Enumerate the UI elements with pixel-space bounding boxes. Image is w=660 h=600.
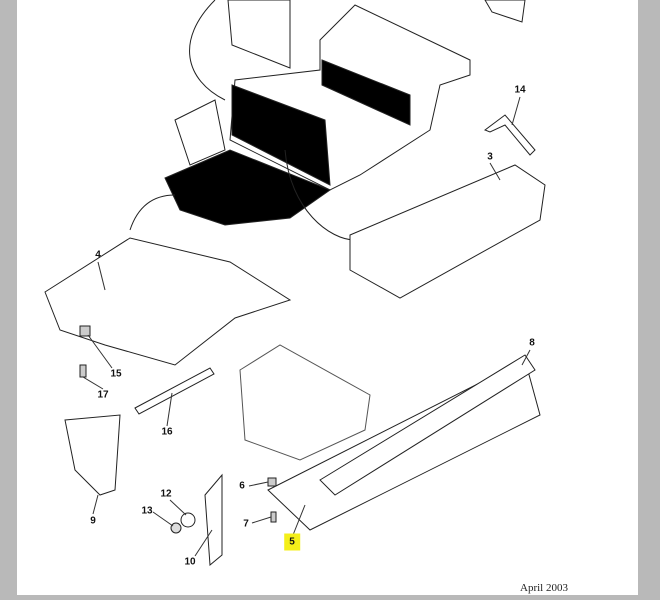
- part-7-bolt: [270, 511, 277, 523]
- callout-9: 9: [90, 515, 96, 527]
- floor-mat: [164, 149, 332, 226]
- frame-sketch: [239, 344, 371, 461]
- leader-lines: [82, 96, 531, 557]
- callout-5-highlighted: 5: [284, 533, 300, 551]
- part-6-bumper: [267, 477, 277, 487]
- part-13-nut: [170, 522, 182, 534]
- callout-12: 12: [160, 488, 172, 500]
- panel-top-right: [484, 0, 526, 23]
- callout-17: 17: [97, 389, 109, 401]
- part-16-strip: [134, 367, 215, 415]
- callout-8: 8: [529, 337, 535, 349]
- arrow-curve-top: [189, 0, 226, 101]
- callout-4: 4: [95, 249, 101, 261]
- part-3-panel: [349, 164, 546, 299]
- callout-10: 10: [184, 556, 196, 568]
- part-14-bracket: [483, 114, 536, 156]
- body-dark-front: [231, 84, 331, 186]
- callout-3: 3: [487, 151, 493, 163]
- callout-15: 15: [110, 368, 122, 380]
- part-9-panel: [64, 414, 121, 496]
- arrow-curve-right: [284, 149, 356, 241]
- callout-7: 7: [243, 518, 249, 530]
- callout-6: 6: [239, 480, 245, 492]
- part-10-bracket: [204, 473, 223, 567]
- callout-14: 14: [514, 84, 526, 96]
- fender-left: [174, 99, 226, 166]
- part-17-bolt: [79, 364, 87, 378]
- part-4-plate: [44, 237, 292, 366]
- callout-16: 16: [161, 426, 173, 438]
- panel-top-left: [227, 0, 291, 69]
- part-8-channel: [319, 354, 536, 496]
- part-12-washer: [180, 512, 196, 528]
- footer-date: April 2003: [520, 582, 568, 594]
- callout-13: 13: [141, 505, 153, 517]
- part-15-bumper: [79, 325, 91, 337]
- arrow-curve-mid: [129, 194, 176, 231]
- body-dark-back: [321, 59, 411, 126]
